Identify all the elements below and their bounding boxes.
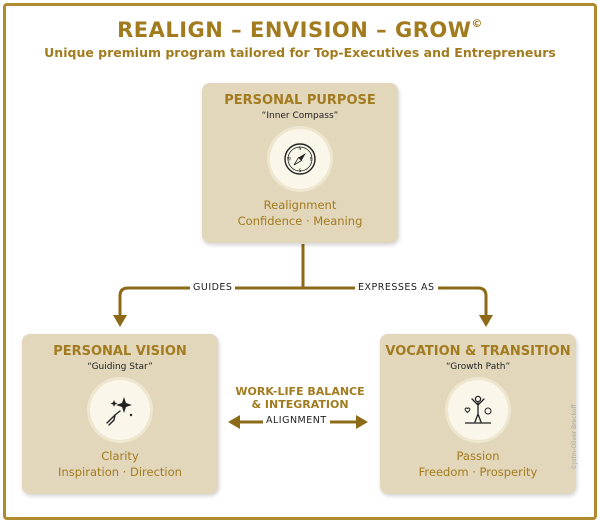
card-title: PERSONAL PURPOSE [224, 93, 376, 108]
outer-frame [3, 3, 597, 520]
card-personal-purpose: PERSONAL PURPOSE “Inner Compass” N S W E… [202, 83, 398, 243]
svg-text:S: S [299, 168, 302, 173]
arrow-down-left [113, 315, 127, 327]
card-values: Realignment Confidence · Meaning [237, 198, 363, 228]
expresses-as-label: EXPRESSES AS [355, 282, 438, 293]
card-personal-vision: PERSONAL VISION “Guiding Star” Clarity I… [22, 334, 218, 494]
arrow-left [228, 415, 240, 429]
svg-text:E: E [310, 157, 313, 162]
star-pointing-icon [90, 380, 150, 440]
card-values: Passion Freedom · Prosperity [418, 449, 538, 479]
card-quote: “Growth Path” [445, 362, 511, 372]
card-title: VOCATION & TRANSITION [385, 344, 571, 359]
person-raising-arms-icon [448, 380, 508, 440]
work-life-balance-label: WORK-LIFE BALANCE & INTEGRATION [235, 385, 365, 411]
page-subtitle: Unique premium program tailored for Top-… [44, 45, 556, 60]
card-vocation-transition: VOCATION & TRANSITION “Growth Path” Pass… [380, 334, 576, 494]
copyright-note: ©John-Oliver Breckoff [571, 404, 578, 470]
svg-text:N: N [299, 146, 302, 151]
card-quote: “Guiding Star” [87, 362, 153, 372]
page-title: REALIGN – ENVISION – GROW© [117, 17, 483, 42]
card-title: PERSONAL VISION [53, 344, 187, 359]
connector-left-drop [118, 286, 129, 318]
compass-icon: N S W E [270, 129, 330, 189]
card-quote: “Inner Compass” [261, 111, 339, 121]
svg-text:W: W [287, 157, 291, 162]
card-values: Clarity Inspiration · Direction [58, 449, 182, 479]
guides-label: GUIDES [190, 282, 236, 293]
alignment-label: ALIGNMENT [263, 415, 330, 426]
arrow-down-right [479, 315, 493, 327]
copyright-mark: © [471, 17, 483, 30]
connector-right-drop [477, 286, 488, 318]
arrow-right [356, 415, 368, 429]
